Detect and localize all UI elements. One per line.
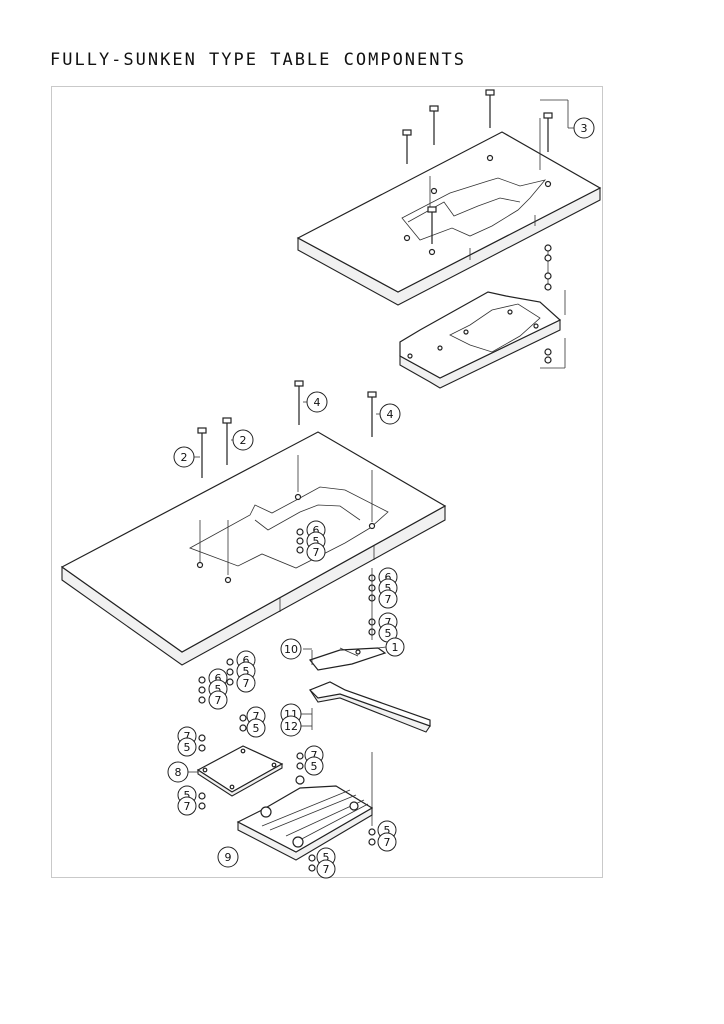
knee-lifter-lever <box>308 681 431 733</box>
callout-5k: 5 <box>323 851 330 864</box>
cover-plate <box>196 745 284 797</box>
callout-5e: 5 <box>215 683 222 696</box>
callout-6c: 6 <box>243 654 250 667</box>
callout-5j: 5 <box>384 824 391 837</box>
callout-7e: 7 <box>215 694 222 707</box>
callout-7c: 7 <box>385 616 392 629</box>
page-title: FULLY-SUNKEN TYPE TABLE COMPONENTS <box>50 50 466 70</box>
callout-6b: 6 <box>385 571 392 584</box>
callout-12: 12 <box>284 720 298 733</box>
main-bolts <box>196 380 377 584</box>
callout-7k: 7 <box>323 863 330 876</box>
callout-5b: 5 <box>385 582 392 595</box>
callout-7g: 7 <box>184 730 191 743</box>
callout-7d: 7 <box>243 677 250 690</box>
callout-1: 1 <box>392 641 399 654</box>
callout-2b: 2 <box>240 434 247 447</box>
upper-table-top <box>296 118 602 306</box>
washer-stacks <box>198 528 376 872</box>
upper-bracket-plate <box>399 244 566 389</box>
callout-7f: 7 <box>253 710 260 723</box>
callout-7i: 7 <box>311 749 318 762</box>
callout-4b: 4 <box>387 408 394 421</box>
callout-5g: 5 <box>184 741 191 754</box>
callout-10: 10 <box>284 643 298 656</box>
callout-7h: 7 <box>184 800 191 813</box>
callout-5h: 5 <box>184 789 191 802</box>
callout-7j: 7 <box>384 836 391 849</box>
callout-7b: 7 <box>385 593 392 606</box>
callout-5c: 5 <box>385 627 392 640</box>
leader-lines <box>188 127 574 773</box>
callout-8: 8 <box>175 766 182 779</box>
callout-2a: 2 <box>181 451 188 464</box>
callout-5f: 5 <box>253 722 260 735</box>
callout-5d: 5 <box>243 665 250 678</box>
callout-6d: 6 <box>215 672 222 685</box>
callout-7a: 7 <box>313 546 320 559</box>
callout-5a: 5 <box>313 535 320 548</box>
callout-3: 3 <box>581 122 588 135</box>
callout-4a: 4 <box>314 396 321 409</box>
callout-9: 9 <box>225 851 232 864</box>
base-frame <box>223 775 374 864</box>
callout-6a: 6 <box>313 524 320 537</box>
main-table-top <box>60 431 447 666</box>
knee-lifter-bracket <box>308 647 387 671</box>
callout-5i: 5 <box>311 760 318 773</box>
upper-bolts <box>402 89 569 256</box>
